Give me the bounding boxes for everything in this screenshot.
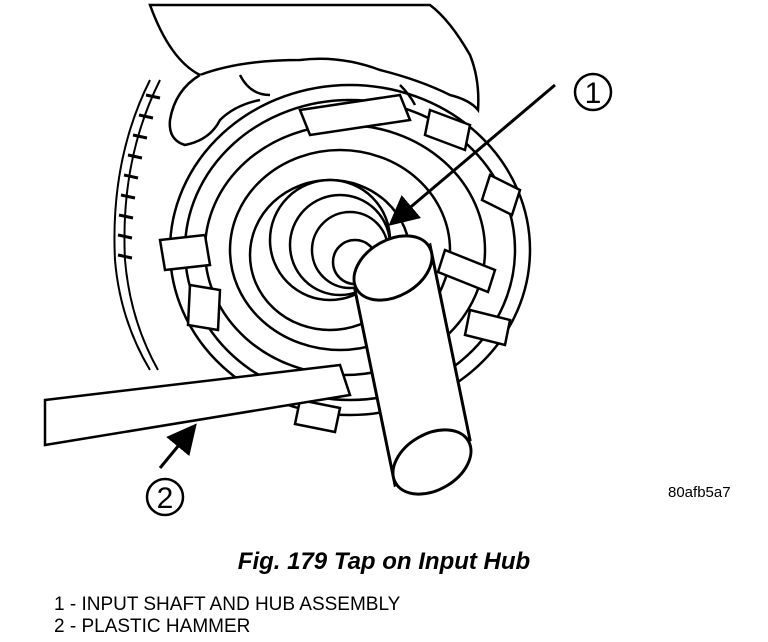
figure-caption: Fig. 179 Tap on Input Hub <box>237 548 531 575</box>
callout-1: 1 <box>388 72 613 226</box>
callout-2-label: 2 <box>157 482 174 515</box>
legend-item-2: 2 - PLASTIC HAMMER <box>54 616 251 637</box>
callout-1-label: 1 <box>585 77 602 110</box>
clutch-tabs <box>158 93 522 434</box>
hammer-handle <box>43 363 352 447</box>
hand <box>148 3 480 147</box>
legend-item-1: 1 - INPUT SHAFT AND HUB ASSEMBLY <box>54 594 401 615</box>
transmission-illustration: 1 2 <box>43 3 613 517</box>
legend: 1 - INPUT SHAFT AND HUB ASSEMBLY 2 - PLA… <box>54 594 400 638</box>
hammer-head <box>352 234 473 496</box>
image-id-label: 80afb5a7 <box>668 484 731 501</box>
callout-2: 2 <box>145 423 197 517</box>
gear-teeth <box>113 79 161 371</box>
